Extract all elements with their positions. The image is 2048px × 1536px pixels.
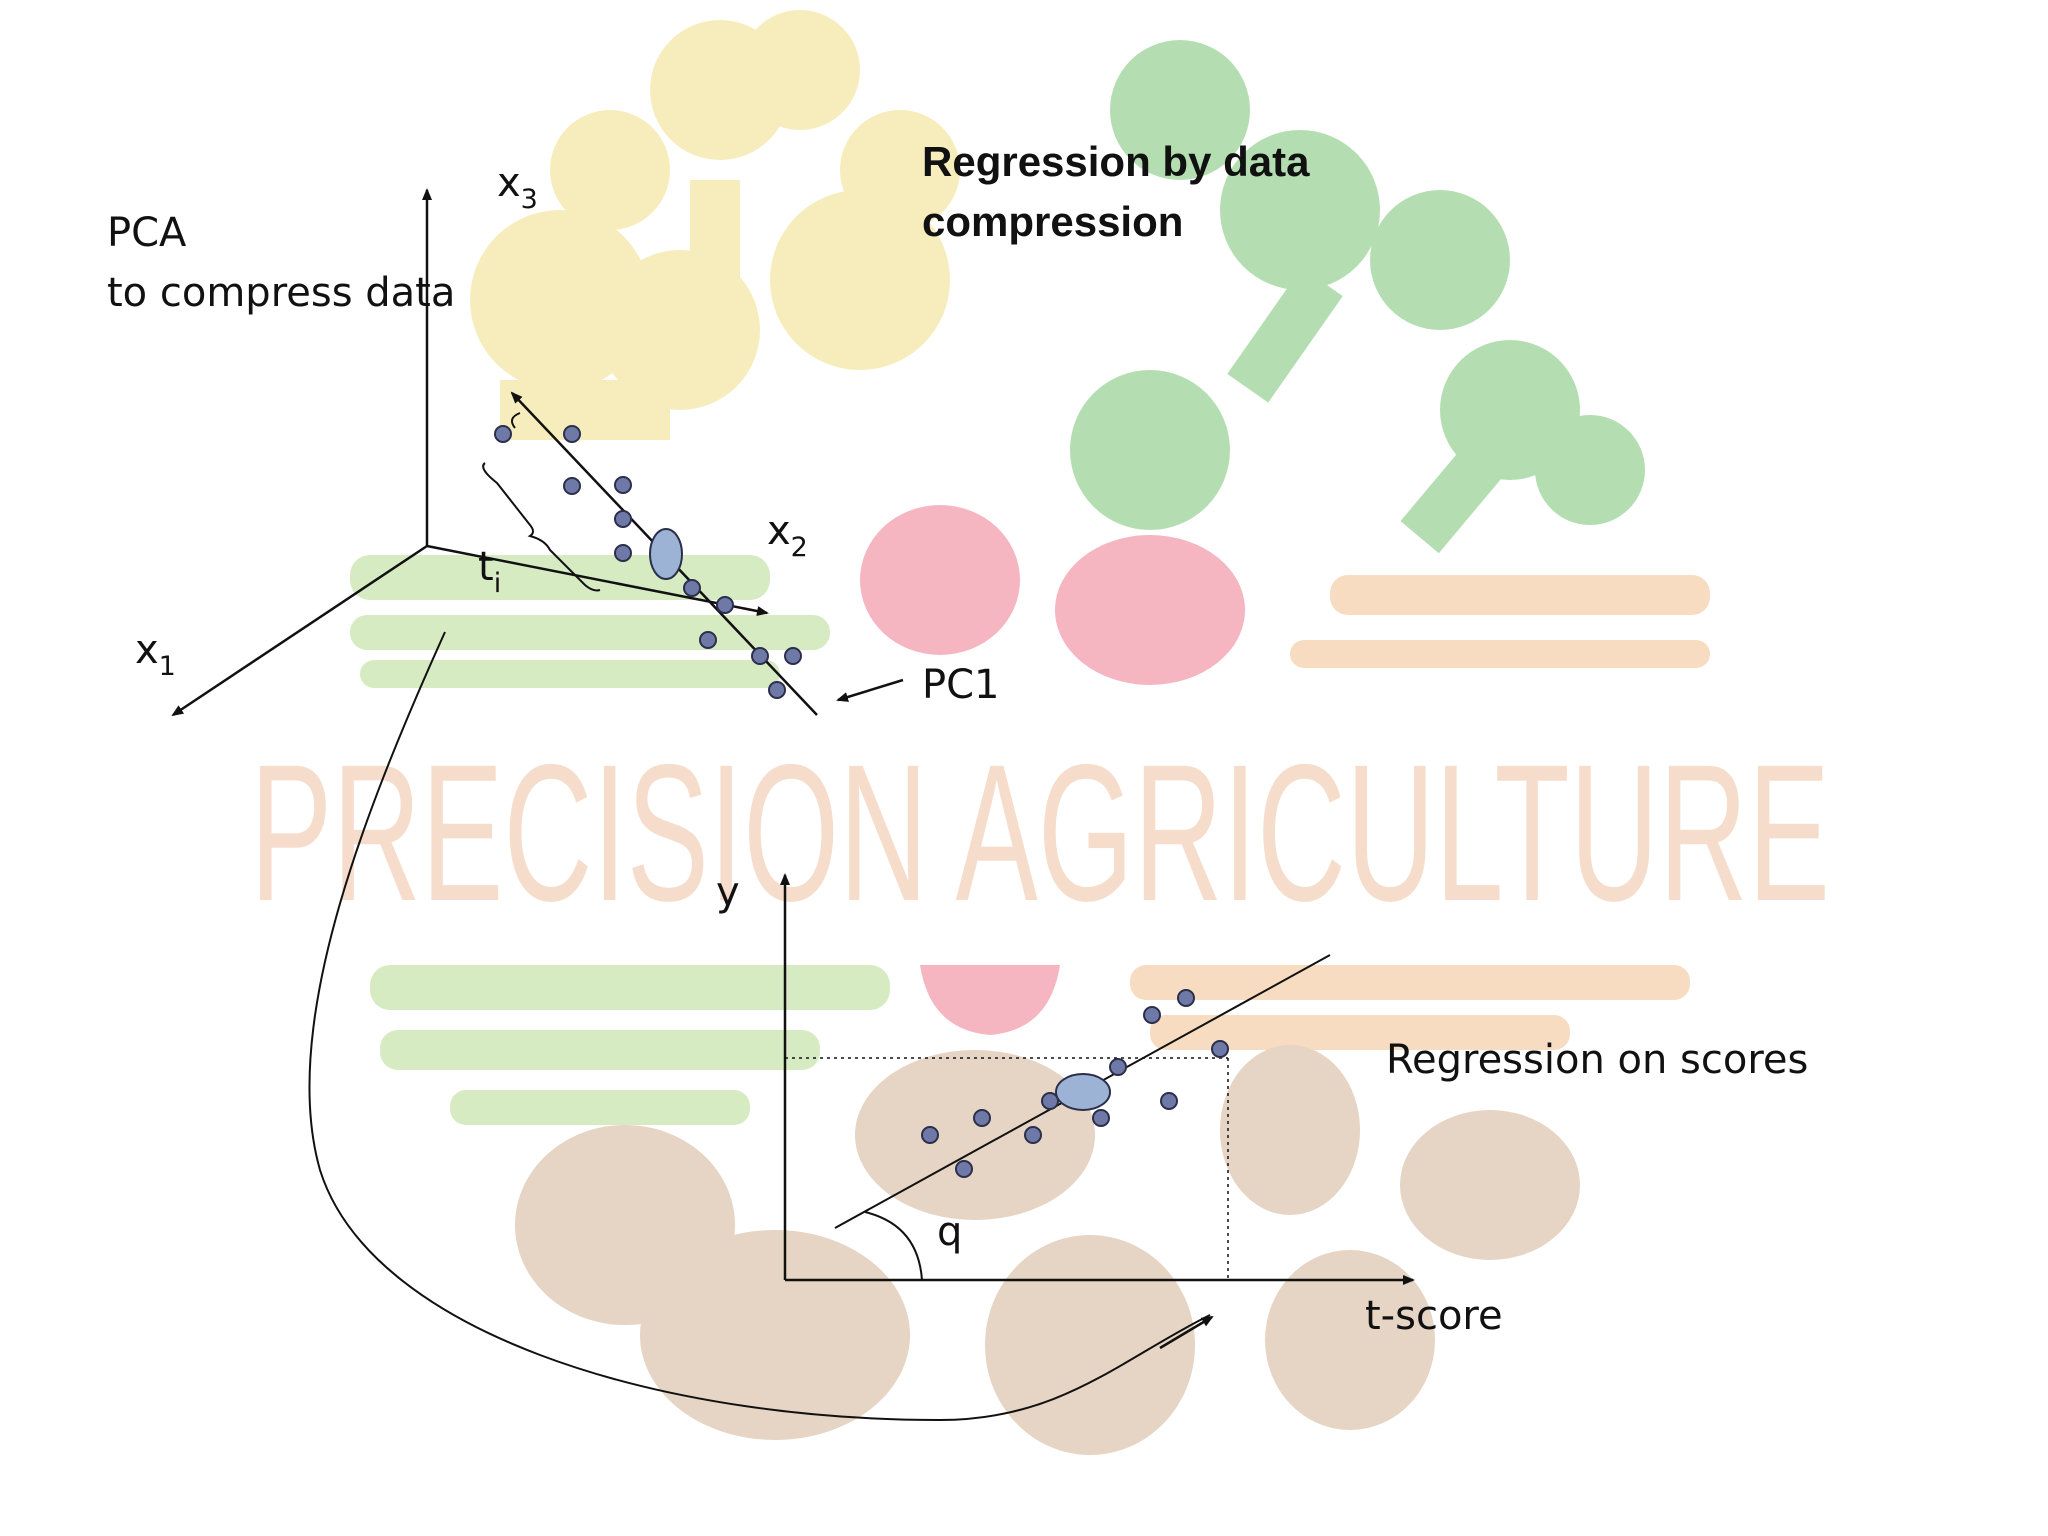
pca-point bbox=[614, 476, 632, 494]
score-point bbox=[1109, 1058, 1127, 1076]
score-brace-curve bbox=[482, 462, 601, 592]
score-point bbox=[1177, 989, 1195, 1007]
pca-caption-line2: to compress data bbox=[107, 270, 455, 316]
score-point bbox=[955, 1160, 973, 1178]
pca-point bbox=[751, 647, 769, 665]
regression-points bbox=[921, 989, 1229, 1178]
score-ti-label: ti bbox=[478, 544, 501, 599]
pca-caption-line1: PCA bbox=[107, 210, 187, 256]
mapping-curve-arrow bbox=[1159, 1315, 1214, 1350]
pca-point bbox=[699, 631, 717, 649]
score-point bbox=[973, 1109, 991, 1127]
pca-point bbox=[563, 477, 581, 495]
slide-title-line2: compression bbox=[922, 198, 1183, 245]
pca-point bbox=[563, 425, 581, 443]
carrot-icon bbox=[1130, 575, 1710, 1050]
score-point bbox=[1143, 1006, 1161, 1024]
pc1-label: PC1 bbox=[922, 662, 1000, 708]
score-point bbox=[1041, 1092, 1059, 1110]
regression-centroid bbox=[1055, 1073, 1111, 1111]
pca-point bbox=[683, 579, 701, 597]
regression-on-scores-label: Regression on scores bbox=[1386, 1037, 1808, 1083]
x3-label: x3 bbox=[497, 160, 538, 215]
t-score-label: t-score bbox=[1365, 1293, 1503, 1339]
pca-point bbox=[614, 544, 632, 562]
x1-label: x1 bbox=[135, 627, 176, 682]
green-broccoli-icon bbox=[1070, 40, 1645, 554]
mapping-curve bbox=[308, 631, 1211, 1422]
slide-title-line1: Regression by data bbox=[922, 138, 1310, 185]
pca-point bbox=[716, 596, 734, 614]
pca-point bbox=[494, 425, 512, 443]
potato-icon bbox=[515, 1045, 1580, 1455]
watermark-text: PRECISION AGRICULTURE bbox=[250, 724, 1830, 942]
x2-label: x2 bbox=[767, 508, 808, 563]
pc1-pointer-arrow bbox=[836, 678, 904, 702]
slope-angle-arc bbox=[864, 1211, 923, 1281]
angle-q-label: q bbox=[937, 1209, 962, 1255]
radish-icon bbox=[860, 505, 1245, 1035]
pca-point bbox=[768, 681, 786, 699]
pca-centroid bbox=[649, 528, 683, 580]
pca-points bbox=[494, 425, 802, 699]
score-point bbox=[921, 1126, 939, 1144]
yellow-broccoli-icon bbox=[470, 10, 960, 440]
score-point bbox=[1160, 1092, 1178, 1110]
score-point bbox=[1092, 1109, 1110, 1127]
x1-axis bbox=[171, 544, 428, 717]
pca-point bbox=[784, 647, 802, 665]
pca-point bbox=[614, 510, 632, 528]
score-point bbox=[1024, 1126, 1042, 1144]
y-label: y bbox=[716, 869, 740, 915]
score-point bbox=[1211, 1040, 1229, 1058]
score-brace bbox=[510, 412, 521, 429]
